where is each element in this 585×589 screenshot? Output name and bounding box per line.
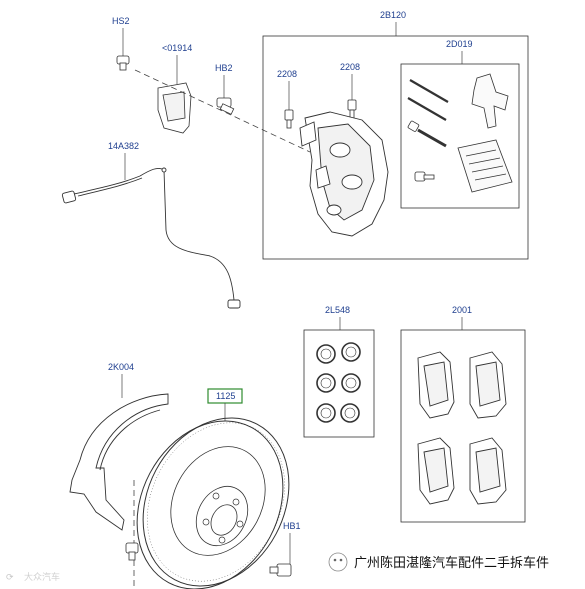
label-hb2[interactable]: HB2 [215,63,233,73]
brake-disc [136,417,290,589]
watermark-right: 广州陈田湛隆汽车配件二手拆车件 [328,552,549,572]
brake-caliper [299,111,389,237]
pad-kit-box [400,329,526,523]
label-2208-b[interactable]: 2208 [340,62,360,72]
piston-seals [316,342,361,423]
label-2001[interactable]: 2001 [452,305,472,315]
bolt-bottom-left [125,542,139,561]
wechat-icon [328,552,348,572]
label-2208-a[interactable]: 2208 [277,69,297,79]
bleed-screw-b [347,99,357,119]
piston-seals-inner [320,346,357,419]
kit-2d019-parts [407,73,513,193]
label-1125[interactable]: 1125 [216,391,235,401]
kit-2d019-box [400,63,520,209]
wear-sensor-wire [61,167,241,309]
label-2d019[interactable]: 2D019 [446,39,473,49]
watermark-logo-icon: ⟳ [6,573,14,583]
caliper-group-box [262,35,529,260]
bolt-hs2 [116,55,130,71]
brake-pad-small [157,82,192,134]
brake-pads-set [417,351,507,505]
label-hs2[interactable]: HS2 [112,16,130,26]
label-2k004[interactable]: 2K004 [108,362,134,372]
bleed-screw-a [284,109,294,129]
splash-shield [69,393,169,531]
bolt-hb2 [216,97,235,115]
label-14a382[interactable]: 14A382 [108,141,139,151]
watermark-left: ⟳ 大众汽车 [6,571,60,583]
watermark-text-left: 大众汽车 [24,571,60,583]
label-2l548[interactable]: 2L548 [325,305,350,315]
label-hb1[interactable]: HB1 [283,521,301,531]
assembly-axis-top [134,69,311,153]
bolt-hb1 [269,563,292,577]
label-2b120[interactable]: 2B120 [380,10,406,20]
seal-kit-box [303,329,375,438]
label-01914[interactable]: <01914 [162,43,192,53]
watermark-text-right: 广州陈田湛隆汽车配件二手拆车件 [354,555,549,571]
